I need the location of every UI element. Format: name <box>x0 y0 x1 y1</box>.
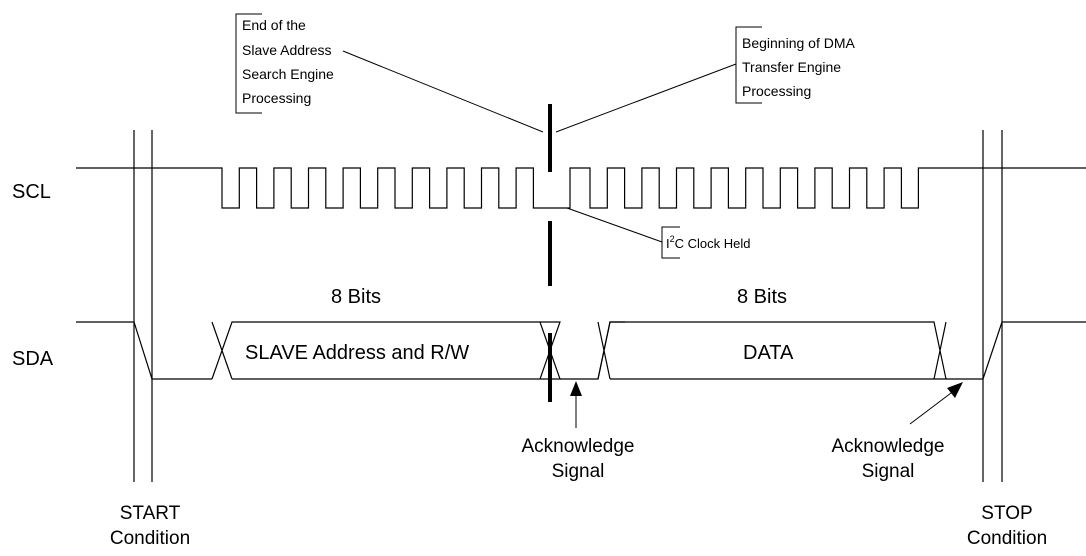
clock-held-suffix: C Clock Held <box>675 236 751 251</box>
callout-end-slave-leader <box>342 50 544 133</box>
callout-end-slave-line2: Slave Address <box>242 42 332 58</box>
callout-end-slave-line1: End of the <box>242 17 306 33</box>
callout-begin-dma-line2: Transfer Engine <box>742 59 841 75</box>
callout-clock-held-leader <box>566 207 663 243</box>
data-label: DATA <box>743 342 794 364</box>
ack-arrow-right-head <box>947 382 963 398</box>
sda-waveform-start <box>76 321 212 380</box>
callout-end-slave-bracket <box>235 13 262 114</box>
ack-right-line2: Signal <box>862 461 915 482</box>
callout-begin-dma-leader <box>555 63 737 133</box>
scl-label: SCL <box>12 181 51 203</box>
ack-arrow-right-shaft <box>909 389 956 425</box>
ack-left-line1: Acknowledge <box>521 436 634 457</box>
ack-arrow-left-head <box>570 381 582 396</box>
scl-waveform <box>76 167 1086 209</box>
sda-ack-low <box>560 321 625 380</box>
sda-label: SDA <box>12 348 54 370</box>
callout-clock-held-label: I2C Clock Held <box>666 234 751 251</box>
callout-begin-dma-line3: Processing <box>742 83 811 99</box>
clock-held-prefix: I <box>666 236 670 251</box>
start-label-line1: START <box>120 503 181 524</box>
ack-right-line1: Acknowledge <box>831 436 944 457</box>
callout-begin-dma-line1: Beginning of DMA <box>742 35 856 51</box>
slave-address-label: SLAVE Address and R/W <box>245 342 469 364</box>
sda-data-cell <box>597 321 947 380</box>
bits-label-left: 8 Bits <box>331 286 381 308</box>
callout-begin-dma-bracket <box>735 26 762 104</box>
bits-label-right: 8 Bits <box>737 286 787 308</box>
start-label-line2: Condition <box>110 528 190 549</box>
stop-label-line2: Condition <box>967 528 1047 549</box>
sda-waveform-stop <box>946 321 1086 380</box>
ack-left-line2: Signal <box>552 461 605 482</box>
callout-end-slave-line3: Search Engine <box>242 66 334 82</box>
callout-end-slave-line4: Processing <box>242 90 311 106</box>
callout-clock-held-bracket <box>661 226 680 259</box>
clock-held-superscript: 2 <box>670 234 675 244</box>
stop-label-line1: STOP <box>981 503 1032 524</box>
